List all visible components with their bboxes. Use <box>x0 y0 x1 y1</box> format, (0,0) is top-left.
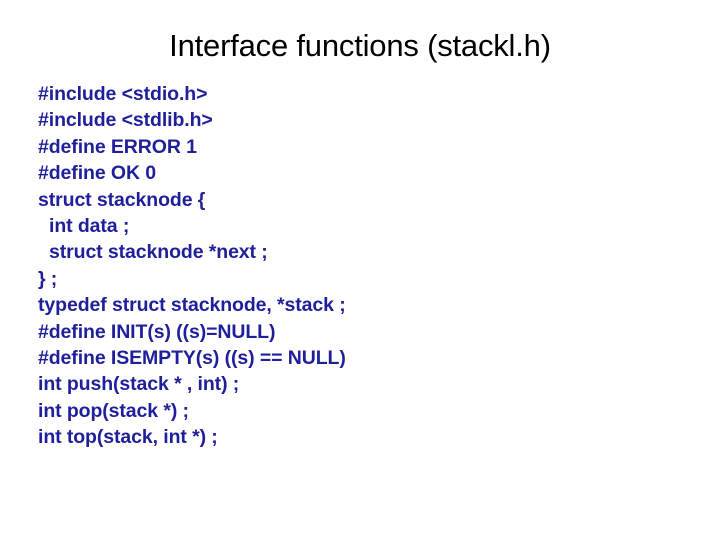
code-line: #include <stdio.h> <box>38 83 208 105</box>
code-line: #include <stdlib.h> <box>38 109 213 132</box>
code-line: #define OK 0 <box>38 162 156 185</box>
page-title: Interface functions (stackl.h) <box>169 28 551 63</box>
code-line: #define ERROR 1 <box>38 135 197 158</box>
code-line: int data ; <box>49 215 130 238</box>
code-line: int push(stack * , int) ; <box>38 373 240 396</box>
code-line: typedef struct stacknode, *stack ; <box>38 294 346 317</box>
code-line: struct stacknode *next ; <box>49 241 268 264</box>
code-line: struct stacknode { <box>38 188 206 211</box>
code-line: int top(stack, int *) ; <box>38 426 218 449</box>
code-line: #define ISEMPTY(s) ((s) == NULL) <box>38 347 346 370</box>
code-line: int pop(stack *) ; <box>38 399 189 422</box>
code-line: } ; <box>38 267 58 290</box>
code-block: #include <stdio.h> #include <stdlib.h> #… <box>38 81 678 451</box>
code-line: #define INIT(s) ((s)=NULL) <box>38 320 276 343</box>
